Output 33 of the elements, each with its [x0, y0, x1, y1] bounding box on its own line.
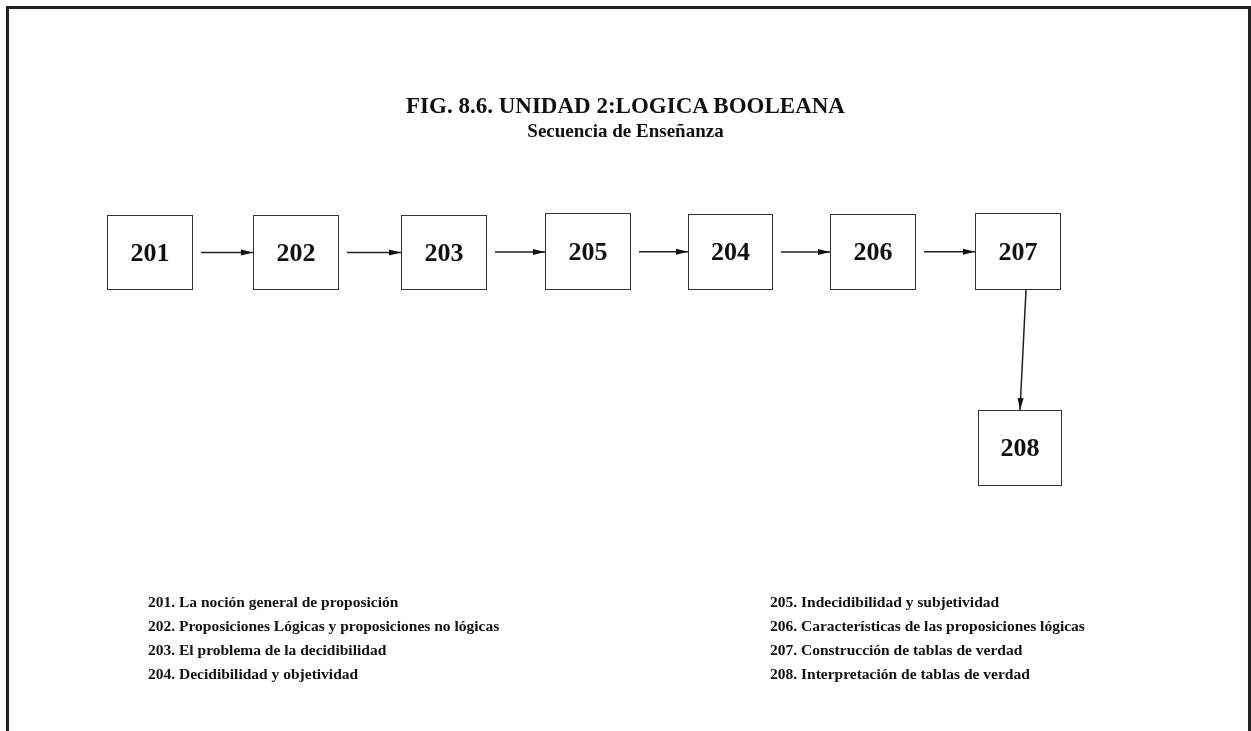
number-box [688, 214, 773, 290]
legend-item: 208. Interpretación de tablas de verdad [770, 665, 1030, 683]
arrow [494, 249, 546, 255]
number-box [830, 214, 916, 290]
arrow [780, 249, 831, 255]
box-number: 206 [853, 237, 893, 267]
box-number: 204 [711, 237, 750, 267]
legend-item: 207. Construcción de tablas de verdad [770, 641, 1023, 659]
arrow [1017, 289, 1027, 411]
number-box [975, 213, 1061, 290]
title: FIG. 8.6. UNIDAD 2:LOGICA BOOLEANA [406, 93, 845, 119]
legend-item: 206. Características de las proposiciones lógicas [770, 617, 1085, 635]
box-number: 202 [276, 237, 316, 268]
legend-item: 205. Indecidibilidad y subjetividad [770, 593, 1000, 611]
legend-item: 201. La noción general de proposición [148, 593, 399, 611]
number-box [978, 410, 1062, 486]
arrow [923, 248, 976, 255]
subtitle: Secuencia de Enseñanza [527, 120, 724, 142]
number-box [253, 215, 339, 290]
box-number: 208 [1000, 433, 1040, 463]
legend-item: 202. Proposiciones Lógicas y proposiciones no lógicas [148, 617, 500, 635]
box-number: 205 [568, 236, 608, 267]
box-number: 203 [424, 237, 464, 268]
number-box [545, 213, 631, 290]
number-box [107, 215, 193, 290]
box-number: 207 [998, 236, 1038, 267]
legend-item: 203. El problema de la decidibilidad [148, 641, 387, 659]
arrow [200, 249, 254, 256]
arrow [638, 248, 689, 255]
number-box [401, 215, 487, 290]
arrow [346, 249, 402, 256]
box-number: 201 [130, 237, 170, 268]
legend-item: 204. Decidibilidad y objetividad [148, 665, 359, 683]
